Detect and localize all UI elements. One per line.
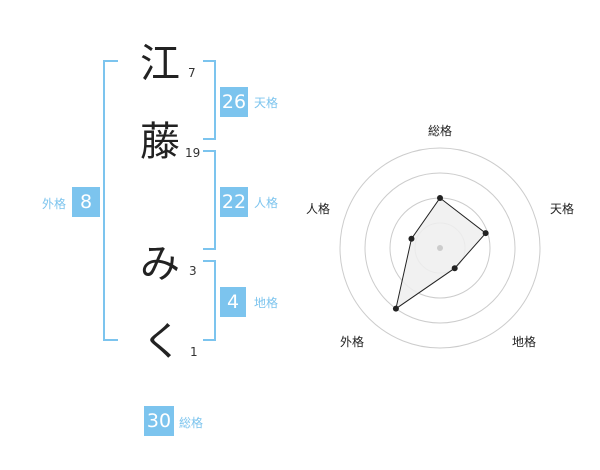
- tenkaku-bracket: [203, 60, 216, 140]
- radar-grid-ring: [339, 147, 541, 349]
- stroke-count-2: 19: [185, 146, 201, 160]
- gaikaku-value: 8: [72, 187, 100, 217]
- gaikaku-bracket: [103, 60, 118, 341]
- name-char-4: く: [142, 319, 182, 365]
- name-char-1: 江: [140, 41, 180, 87]
- stroke-count-3: 3: [189, 264, 197, 278]
- radar-polygon: [395, 197, 487, 310]
- tenkaku-label: 天格: [254, 96, 279, 110]
- stroke-count-1: 7: [188, 66, 196, 80]
- jinkaku-label: 人格: [254, 196, 279, 210]
- radar-label-gaikaku: 外格: [340, 334, 364, 349]
- radar-point-1: [437, 195, 443, 201]
- radar-label-tenkaku: 天格: [550, 201, 574, 216]
- chikaku-label: 地格: [254, 296, 279, 310]
- radar-label-jinkaku: 人格: [306, 201, 330, 216]
- chikaku-value: 4: [220, 287, 246, 317]
- radar-label-chikaku: 地格: [512, 334, 536, 349]
- soukaku-value: 30: [144, 406, 174, 436]
- radar-point-5: [408, 235, 415, 242]
- soukaku-label: 総格: [179, 416, 204, 430]
- tenkaku-value: 26: [220, 87, 248, 117]
- stroke-count-4: 1: [190, 345, 198, 359]
- radar-label-soukaku: 総格: [428, 123, 452, 138]
- name-char-2: 藤: [140, 119, 180, 165]
- jinkaku-value: 22: [220, 187, 248, 217]
- radar-grid-ring: [364, 172, 516, 324]
- radar-point-2: [482, 230, 489, 237]
- gaikaku-label: 外格: [42, 197, 67, 211]
- radar-point-4: [392, 305, 399, 312]
- jinkaku-bracket: [203, 150, 216, 250]
- chikaku-bracket: [203, 260, 216, 341]
- name-char-3: み: [140, 241, 180, 287]
- radar-center-dot: [437, 245, 443, 251]
- radar-point-3: [451, 265, 458, 272]
